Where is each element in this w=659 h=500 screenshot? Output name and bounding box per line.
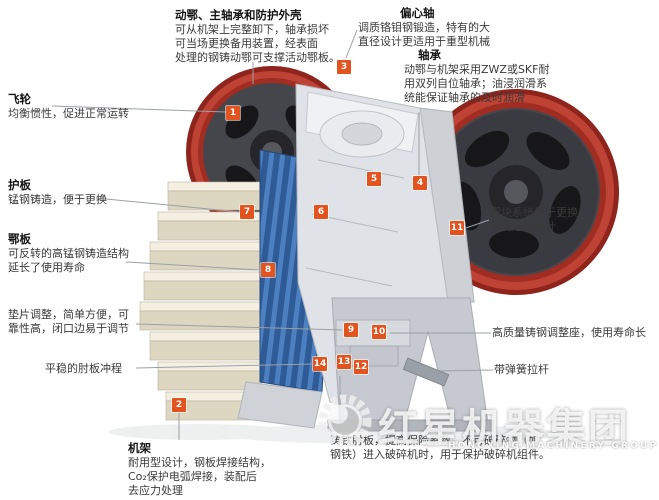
part-badge-9: 9 bbox=[344, 323, 358, 337]
callout-frame-body: 耐用型设计，钢板焊接结构， Co₂保护电弧焊接，装配后 去应力处理 bbox=[128, 456, 271, 497]
base-legs bbox=[327, 297, 495, 432]
callout-bearing: 轴承 动鄂与机架采用ZWZ或SKF耐 用双列自位轴承；油浸润滑系 统能保证轴承的… bbox=[404, 48, 549, 105]
callout-adjust-seat: 高质量铸钢调整座，使用寿命长 bbox=[492, 326, 646, 340]
flywheel-left bbox=[186, 66, 358, 238]
callout-flywheel-body: 均衡惯性，促进正常运转 bbox=[8, 107, 129, 120]
callout-shim-adjust: 垫片调整，简单方便，可 靠性高，闭口边易于调节 bbox=[8, 308, 129, 336]
callout-moving-jaw-body: 可从机架上完整卸下，轴承损坏 可当场更换备用装置，经表面 处理的钢铸动鄂可支撑活… bbox=[175, 23, 340, 64]
callout-flywheel-title: 飞轮 bbox=[8, 92, 31, 106]
callout-frame: 机架 耐用型设计，钢板焊接结构， Co₂保护电弧焊接，装配后 去应力处理 bbox=[128, 441, 271, 498]
callout-jaw-plate: 鄂板 可反转的高锰钢铸造结构 延长了使用寿命 bbox=[8, 232, 129, 275]
callout-flywheel: 飞轮 均衡惯性，促进正常运转 bbox=[8, 92, 129, 121]
part-badge-13: 13 bbox=[337, 355, 351, 369]
callout-jaw-plate-body: 可反转的高锰钢铸造结构 延长了使用寿命 bbox=[8, 247, 129, 274]
callout-toggle-plate-body: 铸铁肘板，提高保险系数，不可破碎物（如 钢铁）进入破碎机时，用于保护破碎机组件。 bbox=[330, 434, 550, 461]
part-badge-10: 10 bbox=[372, 325, 386, 339]
callout-spring-rod: 带弹簧拉杆 bbox=[494, 363, 549, 377]
part-badge-3: 3 bbox=[337, 60, 351, 74]
callout-bearing-body: 动鄂与机架采用ZWZ或SKF耐 用双列自位轴承；油浸润滑系 统能保证轴承的及时润… bbox=[404, 63, 550, 104]
callout-shim-adjust-body: 垫片调整，简单方便，可 靠性高，闭口边易于调节 bbox=[8, 308, 129, 335]
part-badge-7: 7 bbox=[240, 205, 254, 219]
part-badge-5: 5 bbox=[367, 172, 381, 186]
callout-frame-title: 机架 bbox=[128, 441, 151, 455]
part-badge-4: 4 bbox=[413, 176, 427, 190]
callout-wedge-system-body: 楔块系统便于更换 无键连接设计 bbox=[490, 206, 578, 233]
callout-guard-plate: 护板 锰钢铸造，便于更换 bbox=[8, 178, 107, 207]
callout-eccentric-shaft: 偏心轴 调质铬钼钢锻造，特有的大 直径设计更适用于重型机械 bbox=[358, 6, 490, 49]
callout-guard-plate-title: 护板 bbox=[8, 178, 31, 192]
callout-toggle-stroke: 平稳的肘板冲程 bbox=[45, 362, 122, 376]
part-badge-1: 1 bbox=[226, 106, 240, 120]
lower-support bbox=[237, 381, 323, 429]
callout-toggle-plate: 铸铁肘板，提高保险系数，不可破碎物（如 钢铁）进入破碎机时，用于保护破碎机组件。 bbox=[330, 434, 550, 462]
part-badge-6: 6 bbox=[314, 205, 328, 219]
callout-bearing-title: 轴承 bbox=[418, 48, 441, 62]
ground-shadow-left bbox=[108, 424, 292, 440]
part-badge-12: 12 bbox=[354, 360, 368, 374]
callout-adjust-seat-body: 高质量铸钢调整座，使用寿命长 bbox=[492, 326, 646, 339]
part-badge-11: 11 bbox=[450, 221, 464, 235]
callout-spring-rod-body: 带弹簧拉杆 bbox=[494, 363, 549, 376]
part-badge-14: 14 bbox=[313, 357, 327, 371]
callout-eccentric-shaft-title: 偏心轴 bbox=[400, 6, 435, 20]
part-badge-2: 2 bbox=[172, 398, 186, 412]
callout-wedge-system: 楔块系统便于更换 无键连接设计 bbox=[490, 206, 578, 234]
callout-guard-plate-body: 锰钢铸造，便于更换 bbox=[8, 193, 107, 206]
flywheel-right bbox=[413, 89, 619, 295]
callout-moving-jaw: 动鄂、主轴承和防护外壳 可从机架上完整卸下，轴承损坏 可当场更换备用装置，经表面… bbox=[175, 8, 340, 65]
callout-jaw-plate-title: 鄂板 bbox=[8, 232, 31, 246]
callout-toggle-stroke-body: 平稳的肘板冲程 bbox=[45, 362, 122, 375]
part-badge-8: 8 bbox=[261, 263, 275, 277]
callout-moving-jaw-title: 动鄂、主轴承和防护外壳 bbox=[175, 8, 302, 22]
callout-eccentric-shaft-body: 调质铬钼钢锻造，特有的大 直径设计更适用于重型机械 bbox=[358, 21, 490, 48]
